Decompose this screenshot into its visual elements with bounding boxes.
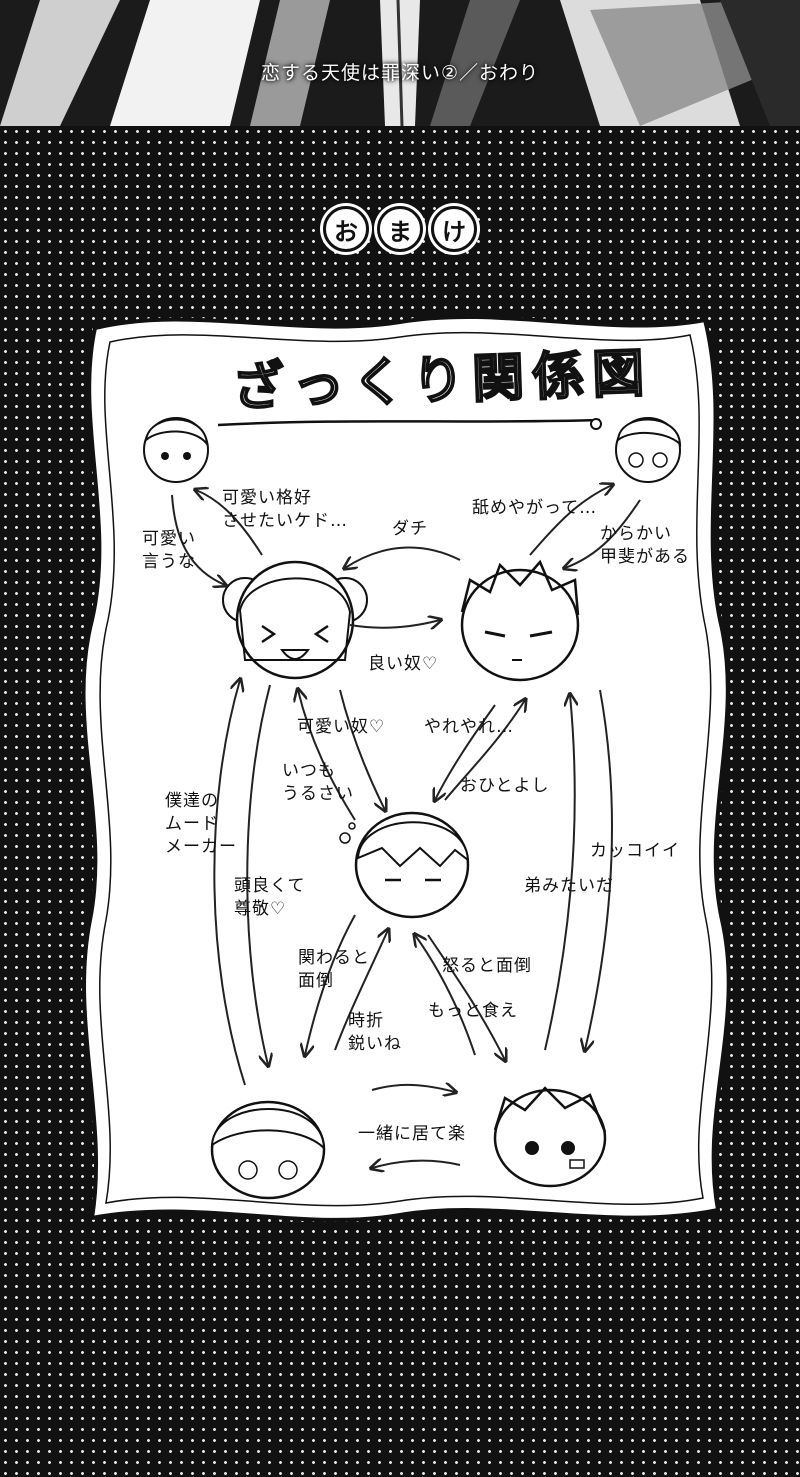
label-kawaii-kakkou: 可愛い格好 させたいケド…	[222, 488, 348, 531]
label-okoru: 怒ると面倒	[442, 956, 532, 976]
character-glasses-right	[615, 417, 682, 483]
character-glasses-bottom	[210, 1100, 326, 1200]
label-yoi-yatsu: 良い奴♡	[368, 654, 439, 674]
previous-page-panel: 恋する天使は罪深い②／おわり	[0, 0, 800, 126]
character-small-bottom	[493, 1086, 607, 1188]
omake-char-2: ま	[377, 206, 423, 252]
label-nameyagatte: 舐めやがって…	[472, 498, 598, 518]
label-kakkoii: カッコイイ	[590, 841, 680, 861]
relation-arrows	[171, 485, 641, 1168]
chapter-end-caption: 恋する天使は罪深い②／おわり	[260, 62, 540, 84]
label-kawaii-yatsu: 可愛い奴♡	[297, 717, 386, 737]
character-spiky-hair	[460, 559, 580, 682]
omake-heading: お ま け	[0, 206, 800, 252]
character-bun-hair	[222, 560, 368, 680]
label-yareyare: やれやれ…	[424, 717, 514, 737]
label-atama-yoku: 頭良くて 尊敬♡	[234, 876, 306, 919]
manga-panel-art	[0, 0, 800, 126]
label-ohitoyoshi: おひとよし	[460, 776, 550, 796]
character-small-left	[143, 417, 209, 483]
chart-title: ざっくり関係図	[230, 342, 654, 420]
label-mood-maker: 僕達の ムード メーカー	[165, 791, 237, 857]
label-kakawaru: 関わると 面倒	[298, 948, 370, 991]
label-karakai: からかい 甲斐がある	[600, 524, 690, 567]
label-dachi: ダチ	[392, 519, 428, 539]
label-issho: 一緒に居て楽	[358, 1124, 466, 1144]
label-kawaii-iuna: 可愛い 言うな	[142, 529, 196, 572]
omake-char-1: お	[323, 206, 369, 252]
omake-char-3: け	[431, 206, 477, 252]
label-otouto: 弟みたいだ	[524, 876, 614, 896]
label-jiori: 時折 鋭いね	[348, 1011, 402, 1054]
label-itsumo: いつも うるさい	[282, 761, 354, 804]
label-motto: もっと食え	[428, 1001, 518, 1021]
character-center	[339, 811, 470, 919]
